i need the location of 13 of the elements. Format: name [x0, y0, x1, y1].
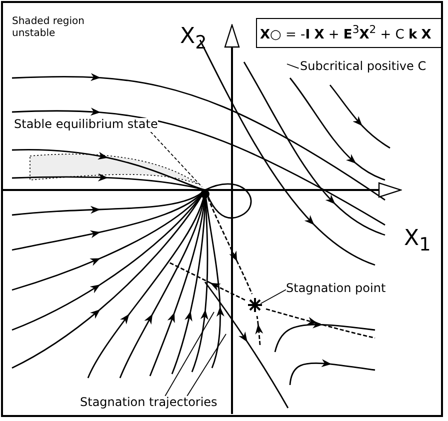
leader-line [260, 289, 286, 304]
leader-line [286, 64, 300, 69]
stagnation-point-star [248, 298, 262, 312]
callout-label: Stagnation point [286, 282, 386, 296]
note-text: Shaded region unstable [12, 16, 86, 39]
callout-label: Stable equilibrium state [14, 118, 158, 132]
leader-line [186, 334, 226, 396]
callout-label: Subcritical positive C [300, 60, 426, 74]
callout-label: Stagnation trajectories [80, 396, 218, 410]
leader-line [164, 312, 214, 396]
axis-label: X$_{1}$ [404, 226, 431, 256]
leader-line [150, 131, 202, 188]
equation-box: X○ = -I X + E$^{3}$X$^{2}$ + C k X [256, 18, 442, 48]
